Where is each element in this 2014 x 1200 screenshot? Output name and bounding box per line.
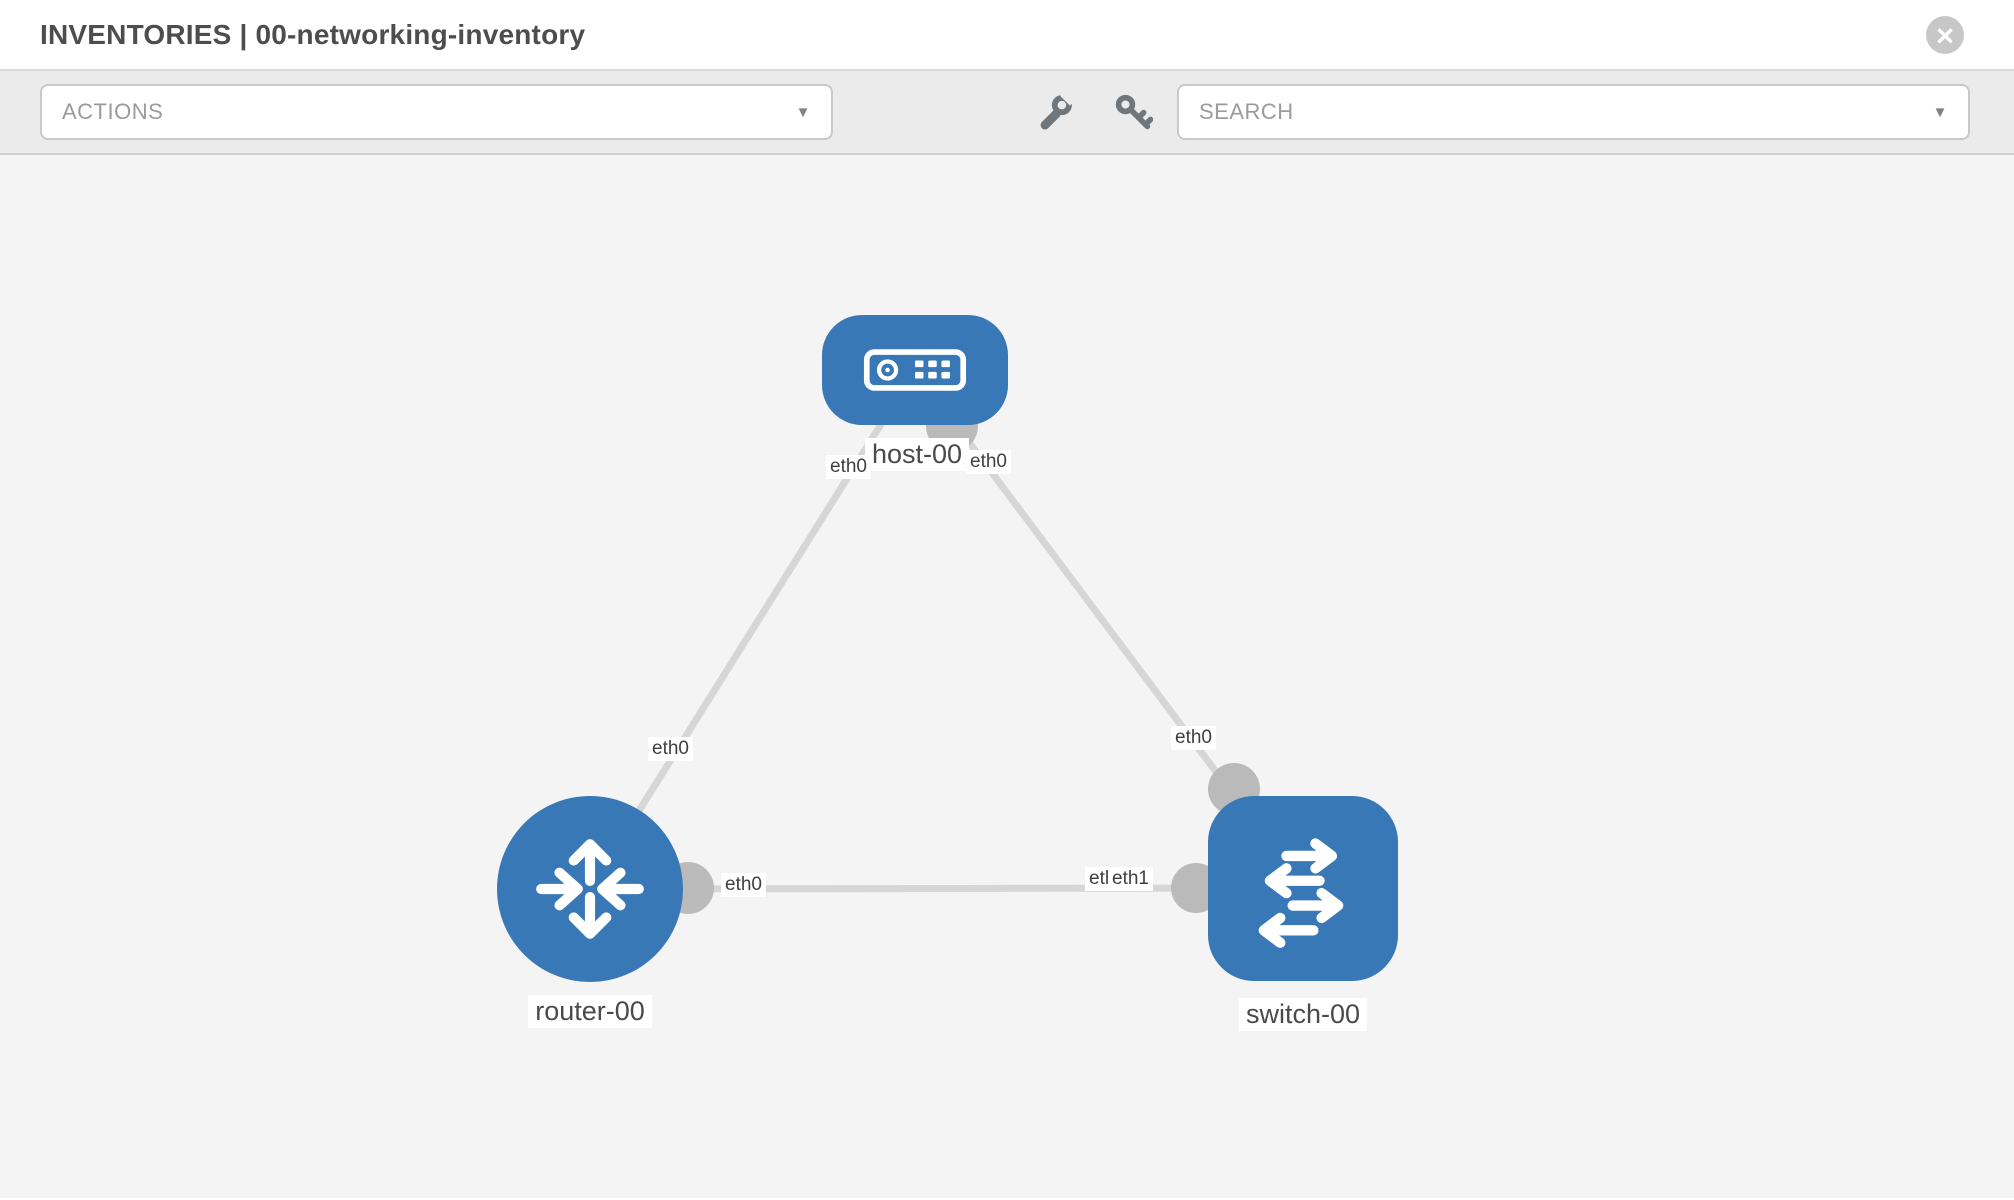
iface-label-host-to-switch: eth0: [966, 450, 1011, 474]
iface-label-router-to-host: eth0: [648, 737, 693, 761]
node-label-router: router-00: [528, 995, 652, 1028]
search-dropdown[interactable]: SEARCH ▼: [1177, 84, 1970, 140]
host-icon: [863, 349, 967, 391]
topology-canvas[interactable]: host-00 router-00 switch-00 eth0 eth0 et…: [0, 155, 2014, 1198]
node-host-00[interactable]: [822, 315, 1008, 425]
iface-label-router-to-switch: eth0: [721, 873, 766, 897]
page-title: INVENTORIES | 00-networking-inventory: [40, 18, 586, 50]
chevron-down-icon: ▼: [1932, 103, 1948, 121]
key-icon: [1115, 94, 1153, 130]
iface-label-switch-to-host: eth0: [1171, 726, 1216, 750]
iface-label-switch-to-router: eth1: [1108, 867, 1153, 891]
node-router-00[interactable]: [497, 796, 683, 982]
toolbar-tools: [1033, 90, 1155, 134]
search-dropdown-label: SEARCH: [1199, 99, 1294, 124]
node-switch-00[interactable]: [1208, 796, 1398, 981]
toolbar: ACTIONS ▼ SEARCH ▼: [0, 71, 2014, 155]
actions-dropdown-label: ACTIONS: [62, 99, 164, 124]
iface-label-host-to-router: eth0: [826, 455, 871, 479]
credentials-button[interactable]: [1111, 90, 1155, 134]
actions-dropdown[interactable]: ACTIONS ▼: [40, 84, 833, 140]
node-label-switch: switch-00: [1238, 998, 1368, 1031]
switch-icon: [1258, 837, 1344, 948]
router-icon: [536, 839, 644, 939]
chevron-down-icon: ▼: [795, 103, 811, 121]
configure-button[interactable]: [1033, 90, 1077, 134]
node-label-host: host-00: [864, 438, 970, 471]
header: INVENTORIES | 00-networking-inventory ×: [0, 0, 2014, 71]
links-layer: [587, 367, 1306, 914]
close-icon[interactable]: ×: [1926, 16, 1964, 54]
wrench-icon: [1040, 92, 1075, 130]
